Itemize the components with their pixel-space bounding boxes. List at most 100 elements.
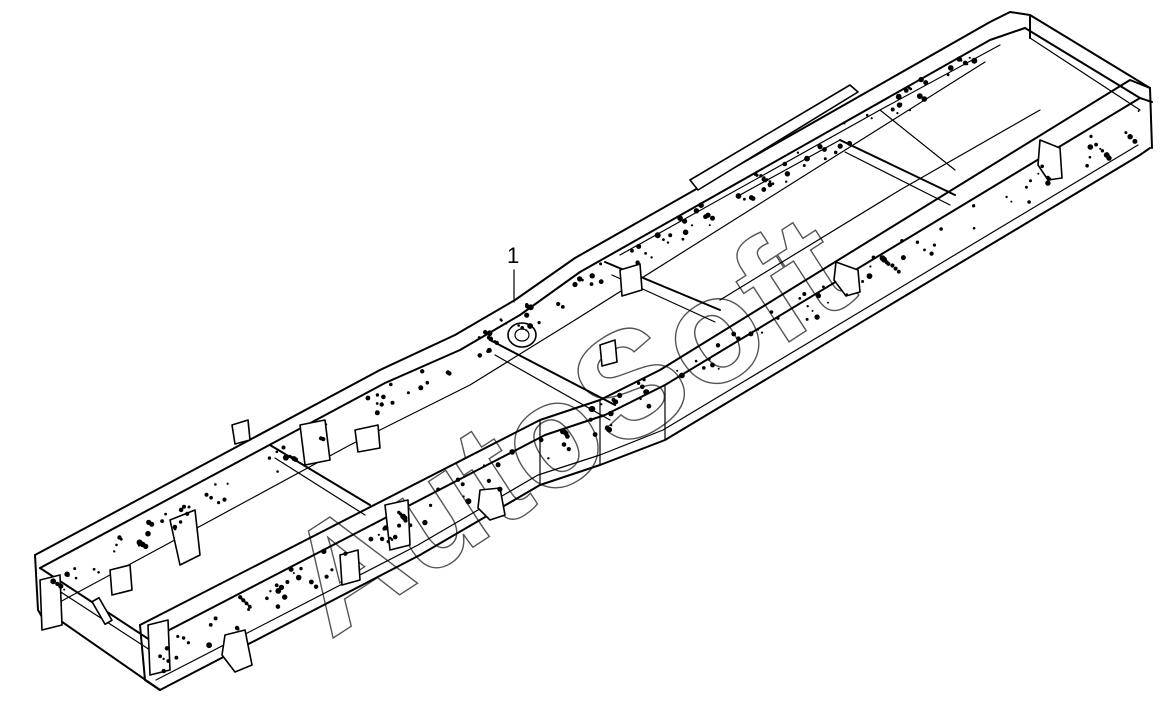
rivet-hole <box>509 449 515 455</box>
rivet-hole <box>321 548 327 554</box>
rivet-hole <box>756 328 760 331</box>
rivet-hole <box>822 285 825 289</box>
rivet-hole <box>707 358 711 361</box>
rivet-hole <box>379 536 385 542</box>
rivet-hole <box>971 204 976 208</box>
rivet-hole <box>425 380 430 385</box>
rivet-hole <box>292 572 295 574</box>
rivet-hole <box>525 303 529 307</box>
rivet-hole <box>748 331 754 337</box>
rivet-hole <box>600 403 603 406</box>
rivet-hole <box>804 155 810 162</box>
rivet-hole <box>330 568 334 572</box>
rivet-hole <box>761 187 767 192</box>
rivet-hole <box>763 178 768 183</box>
rivet-hole <box>784 171 791 177</box>
rivet-hole <box>149 521 155 527</box>
rivet-hole <box>708 224 711 227</box>
rivet-hole <box>886 261 891 266</box>
rivet-hole <box>681 237 685 241</box>
rivet-hole <box>390 400 395 405</box>
rivet-hole <box>97 571 100 574</box>
rivet-hole <box>837 143 843 149</box>
rivet-hole <box>488 336 494 342</box>
rivet-hole <box>600 414 604 418</box>
rivet-hole <box>560 305 565 309</box>
rivet-hole <box>843 122 846 125</box>
rivet-hole <box>178 520 183 524</box>
rivet-hole <box>822 147 827 152</box>
rivet-hole <box>866 273 873 279</box>
rivet-hole <box>908 108 912 112</box>
rivet-hole <box>429 503 433 507</box>
rivet-hole <box>247 608 251 611</box>
rivet-hole <box>796 151 800 154</box>
mounting-brackets <box>39 139 1063 676</box>
rivet-hole <box>1099 147 1102 150</box>
rivet-hole <box>1107 155 1111 159</box>
rivet-hole <box>318 436 324 441</box>
rivet-hole <box>1132 138 1138 144</box>
rivet-hole <box>694 359 698 363</box>
rivet-hole <box>710 362 715 368</box>
rivet-hole <box>968 56 971 59</box>
rivet-hole <box>802 164 806 167</box>
rivet-hole <box>418 385 424 391</box>
diagonal-braces <box>619 44 1041 301</box>
rivet-hole <box>527 323 533 329</box>
rivet-hole <box>640 384 645 390</box>
rivet-hole <box>368 536 374 542</box>
rivet-hole <box>598 279 604 285</box>
rivet-hole <box>209 495 213 500</box>
rivet-hole <box>735 193 742 199</box>
reinforcement-plate <box>689 84 859 191</box>
rivet-hole <box>690 224 694 227</box>
rear-end-crossmember <box>39 567 161 691</box>
rivet-hole <box>644 389 650 394</box>
rivet-hole <box>176 634 180 639</box>
rivet-hole <box>160 519 165 523</box>
rivet-hole <box>1085 163 1089 168</box>
rivet-hole <box>798 297 802 300</box>
rivet-hole <box>145 530 151 537</box>
rivet-hole <box>275 604 281 609</box>
rivet-hole <box>916 93 923 99</box>
rivet-hole <box>679 372 685 379</box>
rivet-hole <box>769 310 774 314</box>
rivet-hole <box>525 329 528 332</box>
rivet-hole <box>896 102 903 108</box>
callout-1: 1 <box>507 243 519 303</box>
rivet-hole <box>760 331 764 334</box>
rivet-hole <box>206 642 213 649</box>
rivet-hole <box>817 144 823 150</box>
rivet-hole <box>702 366 706 370</box>
rivet-hole <box>181 636 186 640</box>
rivet-hole <box>823 157 827 161</box>
rivet-hole <box>74 576 78 580</box>
rivet-hole <box>436 487 440 492</box>
rivet-hole <box>755 173 759 177</box>
rivet-hole <box>698 202 704 208</box>
rivet-hole <box>325 423 328 426</box>
rivet-hole <box>668 233 673 238</box>
rivet-hole <box>343 551 348 556</box>
rivet-hole <box>267 456 272 460</box>
rivet-hole <box>397 523 402 528</box>
rivet-hole <box>537 321 541 325</box>
rivet-hole <box>759 174 763 178</box>
rivet-hole <box>477 353 483 358</box>
rivet-hole <box>1137 110 1140 112</box>
rivet-hole <box>73 567 77 571</box>
rivet-hole <box>923 80 929 86</box>
rivet-hole <box>162 657 165 661</box>
rivet-hole <box>63 588 66 591</box>
rivet-hole <box>527 304 534 311</box>
rivet-hole <box>222 497 227 502</box>
right-frame-rail <box>139 79 1153 691</box>
rivet-hole <box>599 262 603 266</box>
rivet-hole <box>285 580 290 584</box>
rivet-hole <box>520 326 524 330</box>
rivet-hole <box>269 590 272 593</box>
watermark: AutoSoft <box>256 181 878 667</box>
rivet-hole <box>158 654 163 659</box>
